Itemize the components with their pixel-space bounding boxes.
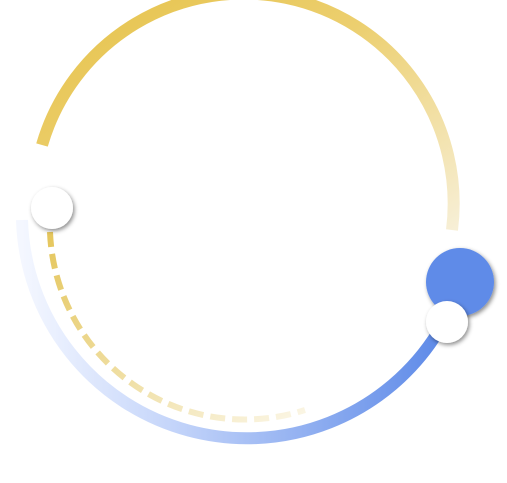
primary-thumb[interactable] xyxy=(426,248,494,316)
inner-dashed-arc xyxy=(47,231,306,423)
start-handle[interactable] xyxy=(31,187,73,229)
outer-gold-arc xyxy=(36,0,460,231)
end-handle[interactable] xyxy=(426,301,468,343)
outer-blue-arc xyxy=(16,219,444,445)
